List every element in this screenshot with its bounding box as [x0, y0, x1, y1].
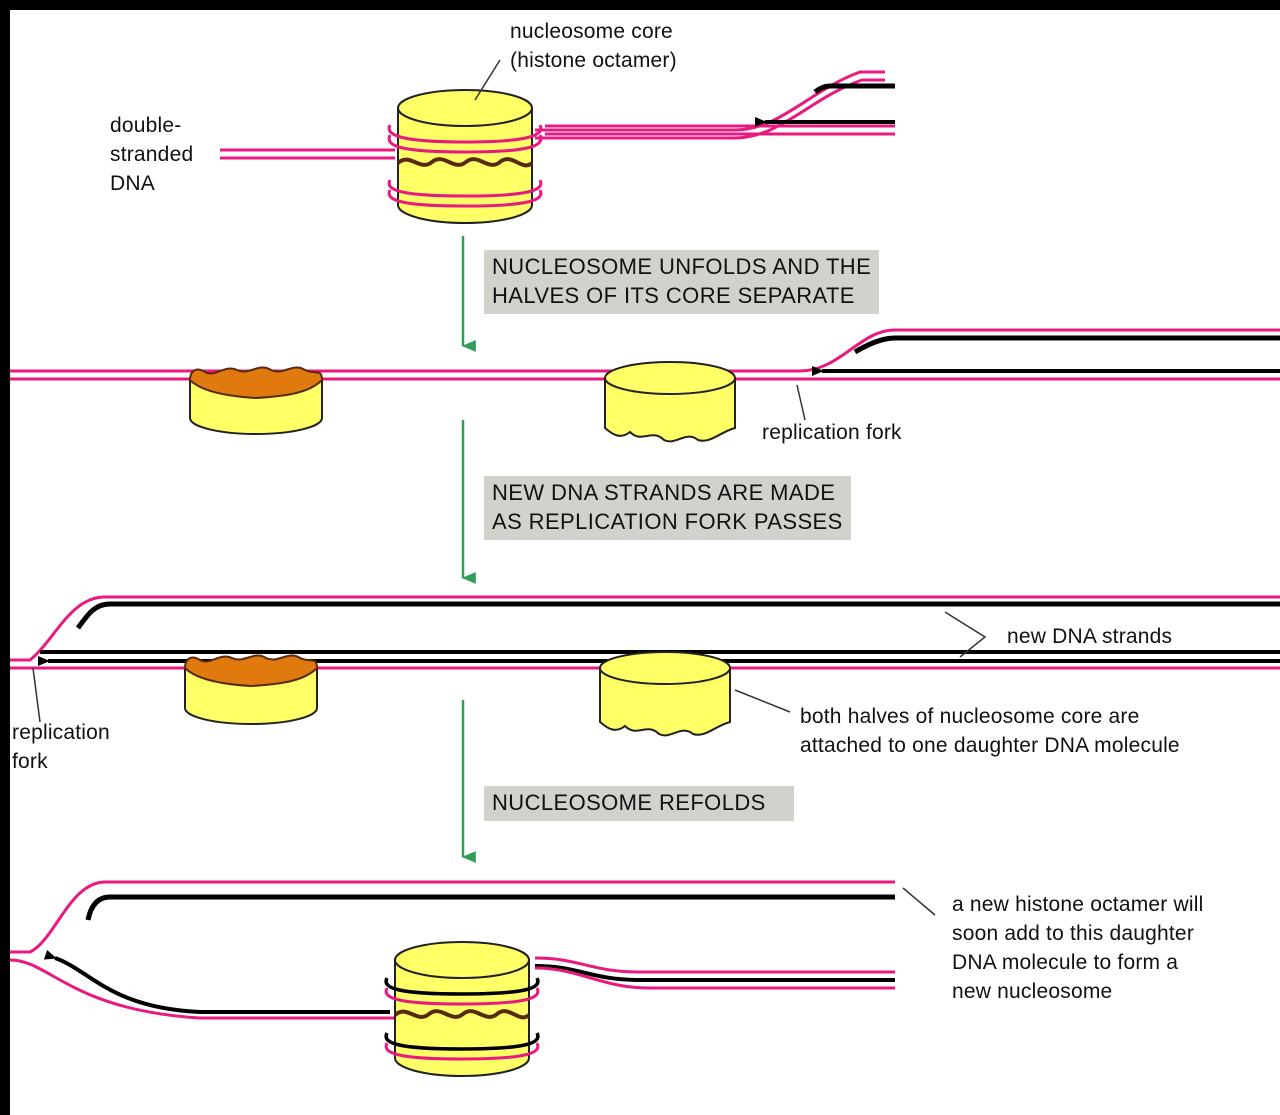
- label-both-halves: both halves of nucleosome core are attac…: [800, 705, 1180, 757]
- step-box-new-strands: NEW DNA STRANDS ARE MADE AS REPLICATION …: [484, 476, 851, 540]
- diagram-panel: [10, 10, 1280, 1115]
- step-box-unfolds: NUCLEOSOME UNFOLDS AND THE HALVES OF ITS…: [484, 250, 880, 314]
- step-box-refolds: NUCLEOSOME REFOLDS: [484, 786, 794, 821]
- label-new-histone-octamer: a new histone octamer will soon add to t…: [952, 893, 1204, 1003]
- label-replication-fork-2: replication fork: [12, 721, 110, 773]
- label-new-dna-strands: new DNA strands: [1007, 625, 1173, 648]
- row2-separated-halves: [10, 328, 1280, 443]
- label-nucleosome-core: nucleosome core (histone octamer): [510, 20, 677, 72]
- label-double-stranded-dna: double- stranded DNA: [110, 114, 194, 195]
- row1-intact-nucleosome: [220, 59, 895, 224]
- row3-replicated: [10, 595, 1280, 737]
- label-replication-fork-1: replication fork: [762, 421, 902, 444]
- row4-refolded: [9, 880, 936, 1077]
